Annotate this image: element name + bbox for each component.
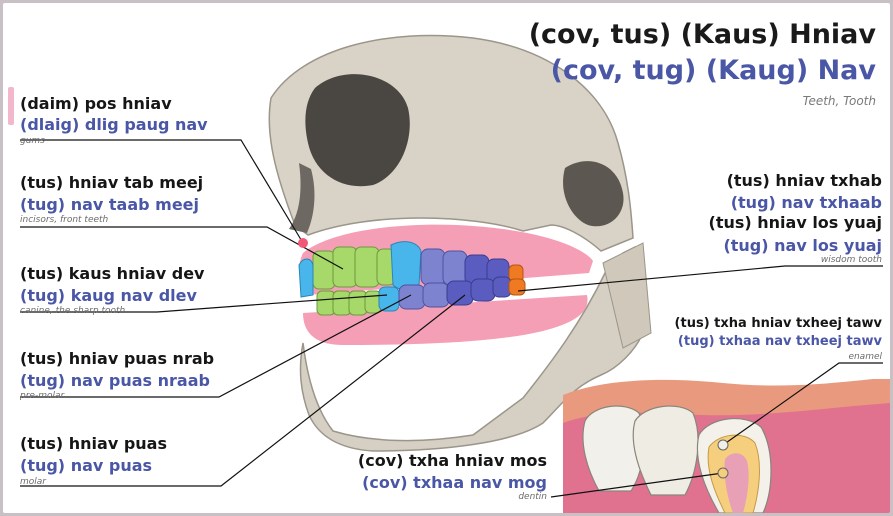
gums-dot [298,238,308,248]
enamel-label-white: (tus) txha hniav txheej tawv [674,316,882,331]
canine-upper-left [298,258,314,298]
ramus [602,242,652,349]
canine-label-white: (tus) kaus hniav dev [20,264,205,283]
nasal-cavity [289,163,315,233]
premolar-line [20,294,412,398]
skull-illustration [20,34,890,513]
pink-marker [8,87,14,125]
mandible [299,245,644,452]
molars-upper [464,254,510,286]
canine-upper [390,241,422,290]
incisors-line [20,226,344,270]
back-tooth-label-green: (tug) nav txhaab [730,193,882,212]
title-english: Teeth, Tooth [802,94,876,108]
wisdom-label-white: (tus) hniav los yuaj [708,213,883,232]
premolars-lower [398,282,450,310]
molar-label-english: molar [20,477,46,487]
premolar-label-english: pre-molar [20,391,65,401]
canine-label-english: canine, the sharp tooth [20,306,126,316]
incisors-label-english: incisors, front teeth [20,215,109,225]
dentin-label-green: (cov) txhaa nav mog [362,473,547,492]
title-line1: (cov, tus) (Kaus) Hniav [528,19,876,50]
molar-label-green: (tug) nav puas [20,456,153,475]
canine-line [20,294,388,313]
wisdom-lower [508,278,526,296]
dentin-label-white: (cov) txha hniav mos [357,451,547,470]
leader-lines [20,139,883,498]
molar-label-white: (tus) hniav puas [20,434,167,453]
lower-gum [303,295,588,345]
incisors-label-green: (tug) nav taab meej [20,195,199,214]
premolar-label-green: (tug) nav puas nraab [20,371,210,390]
enamel-dot [717,439,729,451]
wisdom-label-green: (tug) nav los yuaj [723,236,882,255]
gums-label-green: (dlaig) dlig paug nav [20,115,208,134]
canine-lower [378,286,400,312]
molars-lower [446,276,512,306]
incisors-label-white: (tus) hniav tab meej [20,173,204,192]
back-tooth-label-white: (tus) hniav txhab [726,171,882,190]
dentin-line [550,472,724,498]
gums-label-white: (daim) pos hniav [20,94,172,113]
molar-line [20,294,466,487]
premolars-upper [420,248,468,286]
incisors-lower [316,290,382,316]
enamel-label-green: (tug) txhaa nav txheej tawv [677,334,882,349]
dentin-dot [717,467,729,479]
incisors-upper [312,246,396,290]
canine-label-green: (tug) kaug nav dlev [20,286,197,305]
title-line2: (cov, tug) (Kaug) Nav [550,55,876,86]
dentin-label-english: dentin [518,492,547,502]
eye-socket [305,74,410,187]
temporal-hollow [563,161,624,227]
gums-label-english: gums [20,136,45,146]
enamel-label-english: enamel [848,352,882,362]
diagram-frame: (cov, tus) (Kaus) Hniav (cov, tug) (Kaug… [3,3,890,513]
enamel-line [722,362,883,446]
wisdom-label-english: wisdom tooth [820,255,882,265]
premolar-label-white: (tus) hniav puas nrab [20,349,215,368]
gums-line [20,139,304,244]
wisdom-line [517,265,883,292]
